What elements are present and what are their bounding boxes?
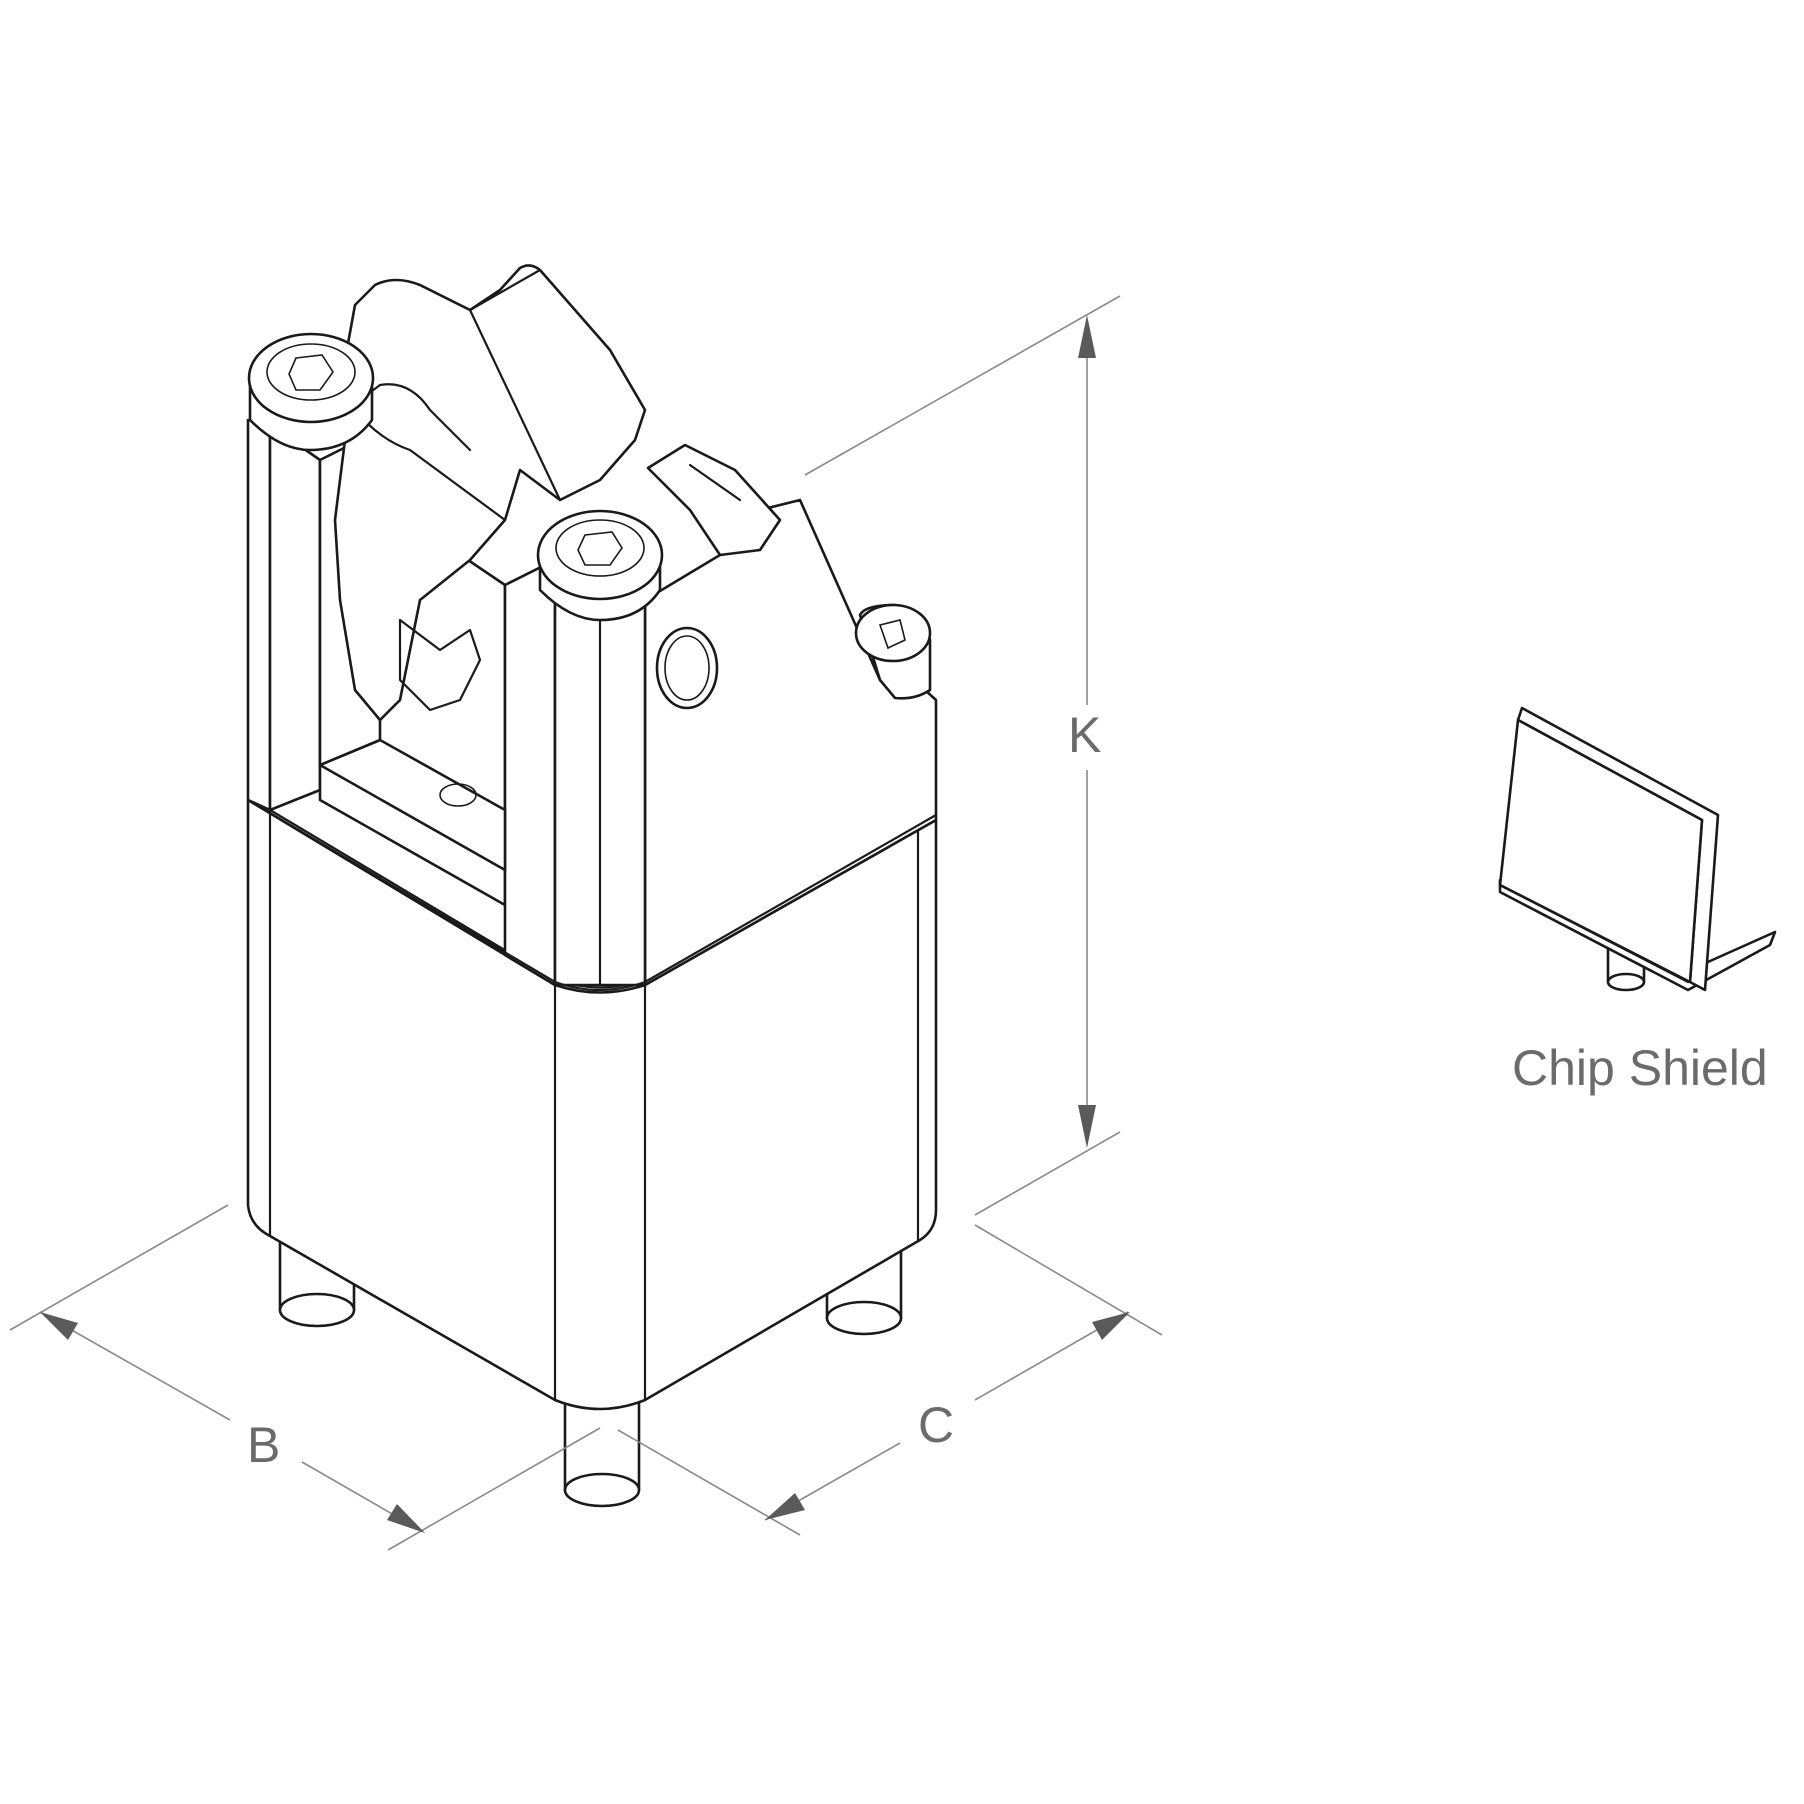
clamp-assembly — [246, 264, 938, 1508]
side-hole — [655, 626, 719, 710]
dimension-b-label: B — [247, 1417, 280, 1473]
dimension-c: C — [617, 1224, 1163, 1536]
dimension-c-label: C — [918, 1397, 954, 1453]
dimension-b: B — [9, 1204, 601, 1551]
hex-socket-icon — [288, 354, 334, 391]
dimension-k: K — [804, 295, 1121, 1216]
chip-shield: Chip Shield — [1498, 706, 1777, 1096]
hex-socket-icon — [577, 531, 623, 566]
dowel-hole — [439, 783, 477, 807]
jaw-tip-back — [646, 443, 782, 557]
cap-screw-left — [247, 332, 375, 452]
cap-screw-back-right — [854, 603, 932, 700]
dimension-k-label: K — [1068, 707, 1101, 763]
clamp-jaw — [333, 264, 647, 722]
chip-shield-caption: Chip Shield — [1512, 1040, 1768, 1096]
cap-screw-front — [536, 509, 664, 622]
